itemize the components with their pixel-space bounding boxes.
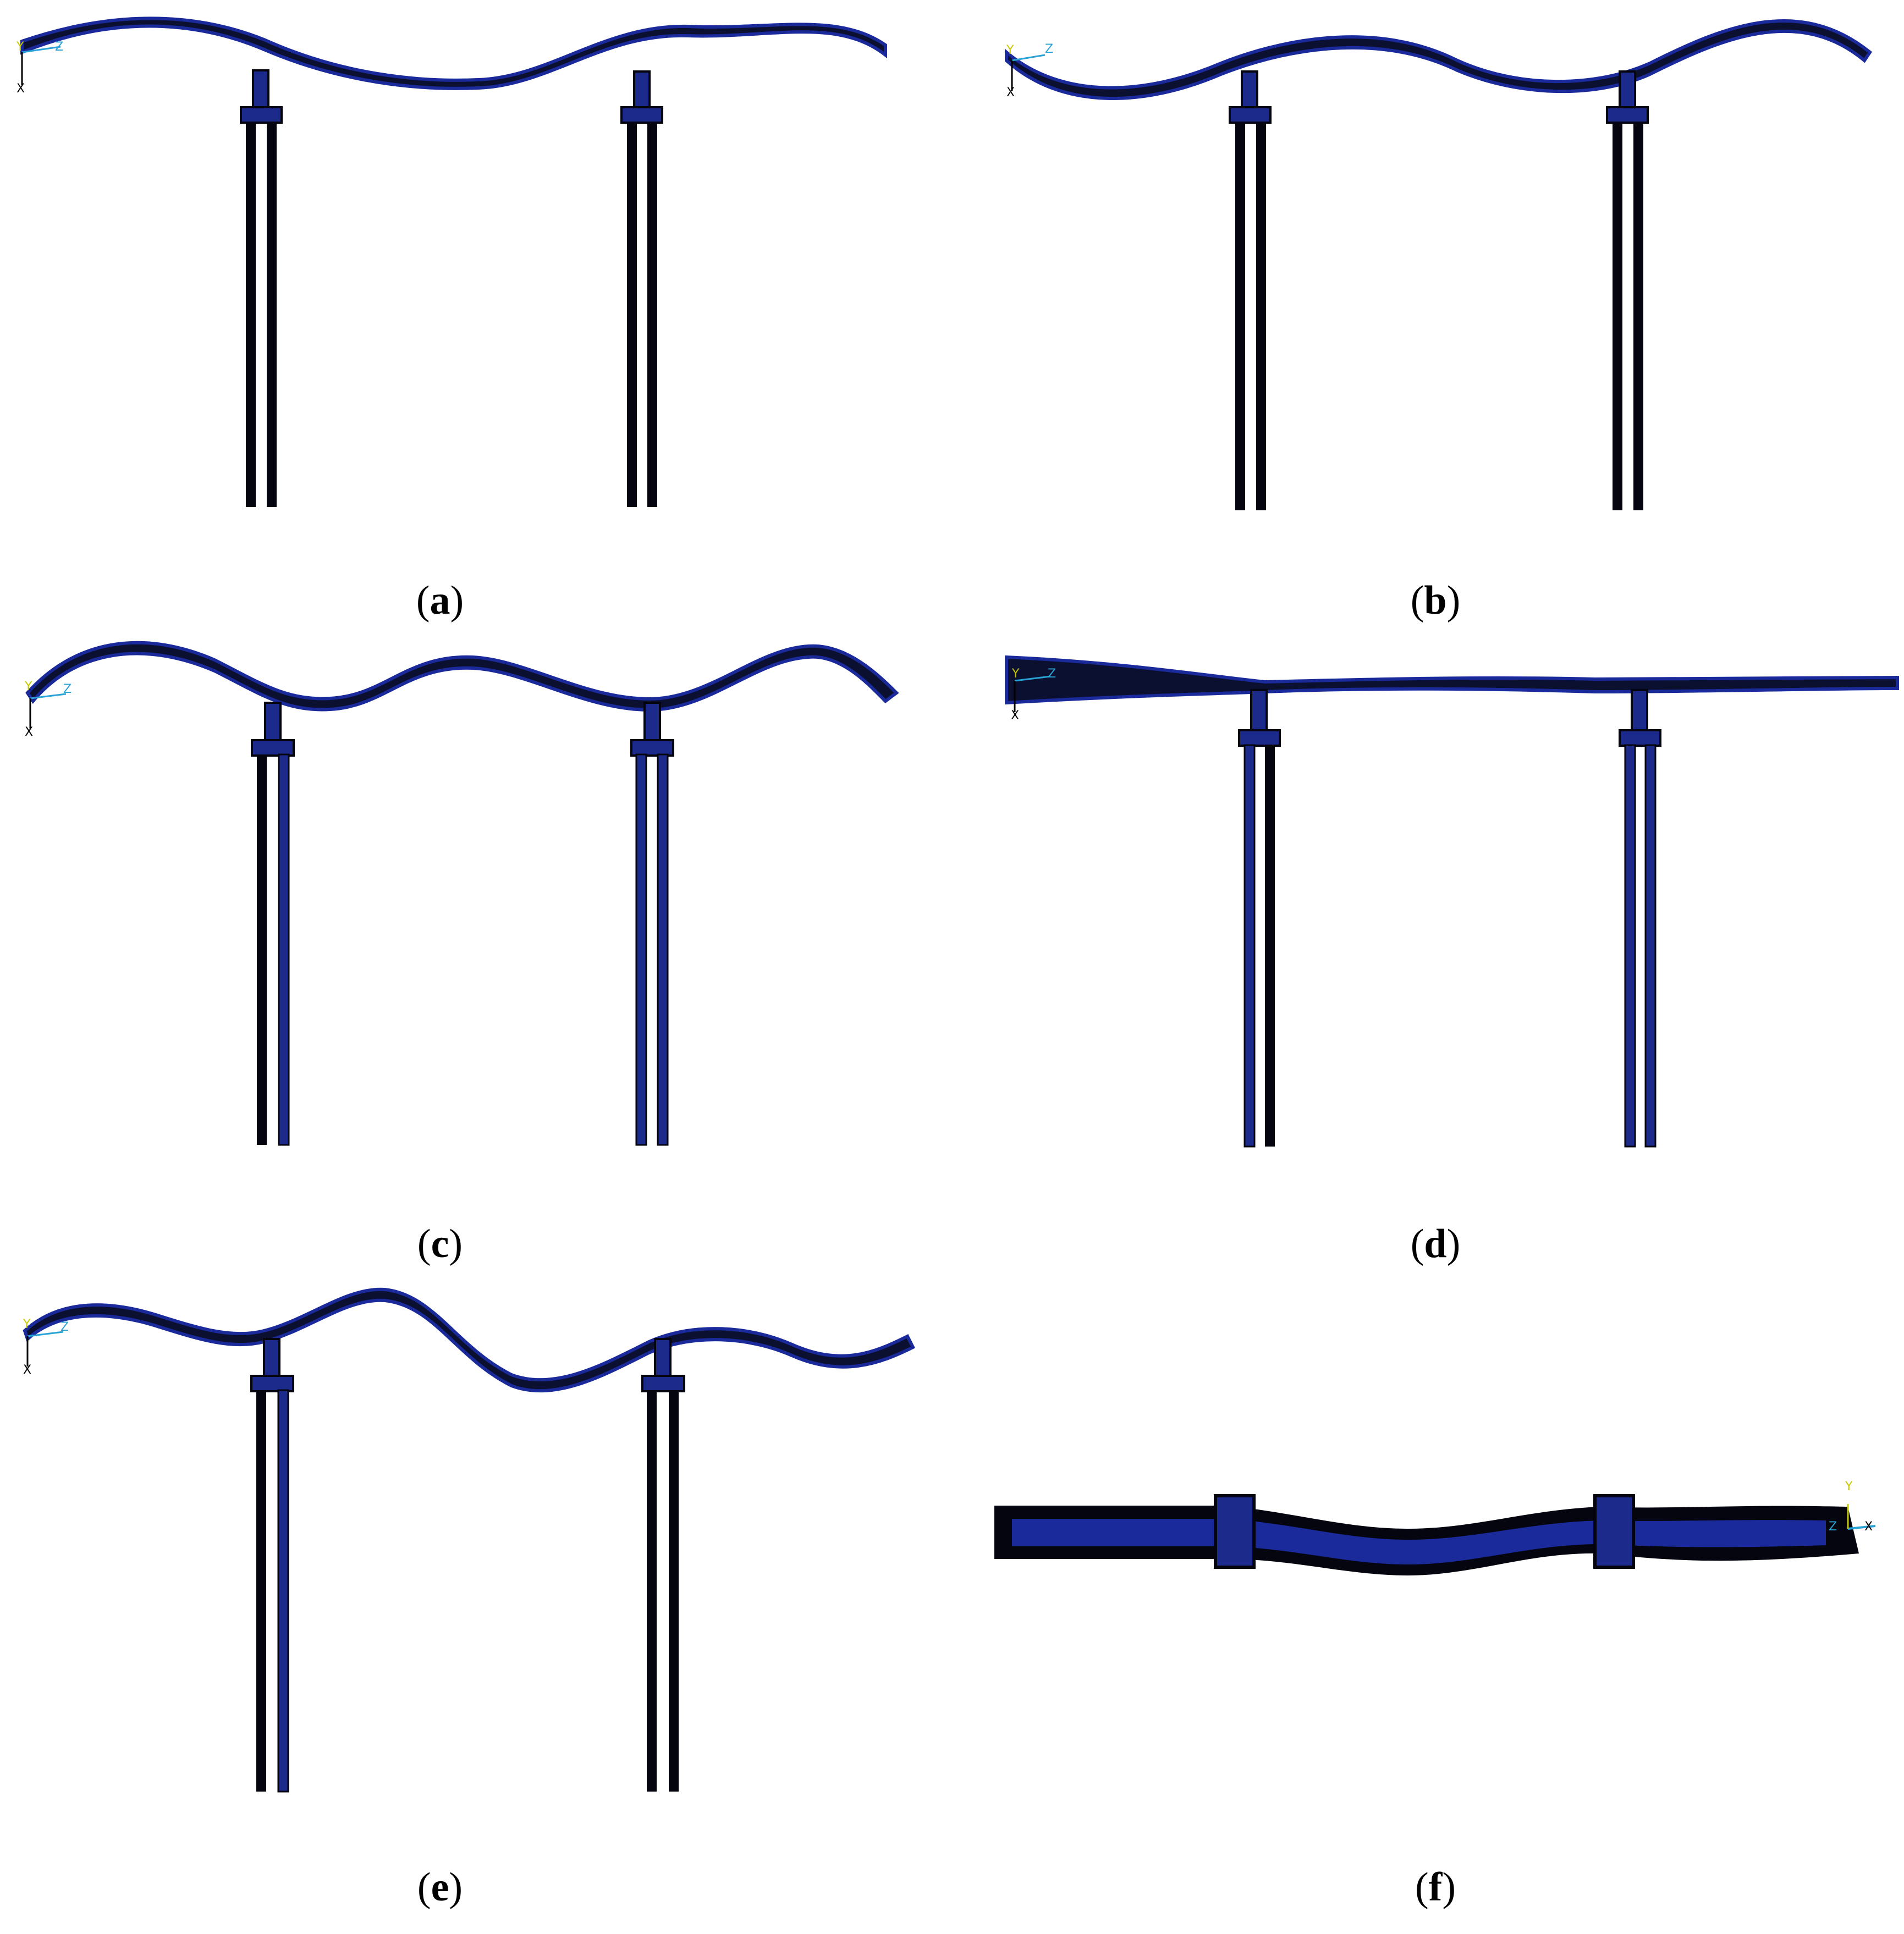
pier-cap <box>1241 70 1258 110</box>
pier-column <box>1243 744 1256 1148</box>
pier-crossbeam <box>1238 729 1281 747</box>
axis-z-label: Z <box>1045 42 1053 56</box>
pier-cap-plan <box>1593 1494 1635 1569</box>
axis-z-label: Z <box>60 1320 69 1334</box>
axis-x-label: X <box>1006 86 1015 100</box>
pier-column <box>1256 122 1266 510</box>
panel-c: Y Z X <box>0 632 935 1237</box>
axis-z-label: Z <box>55 40 63 54</box>
caption-a: (a) <box>416 578 464 623</box>
coordinate-triad: Y Z X <box>1006 42 1053 100</box>
axis-z-label: Z <box>63 682 71 696</box>
mode-shape-e: Y Z X <box>23 1287 916 1793</box>
pier-crossbeam <box>250 1375 294 1392</box>
pier-cap <box>643 702 661 742</box>
deck <box>23 1287 916 1393</box>
panel-a: Y Z X <box>0 0 935 605</box>
mode-shape-d: Y Z X <box>1005 655 1899 1148</box>
pier-cap-plan <box>1214 1494 1256 1569</box>
pier-column <box>627 122 637 507</box>
pier-crossbeam <box>641 1375 685 1392</box>
pier-column <box>256 1390 266 1792</box>
axis-x-label: X <box>1864 1520 1873 1534</box>
pier-column <box>277 1389 289 1793</box>
axis-y-label: Y <box>1845 1480 1853 1494</box>
pier-column <box>267 122 277 507</box>
caption-f: (f) <box>1415 1865 1456 1910</box>
pier-cap <box>264 702 282 742</box>
pier-cap <box>252 69 269 110</box>
mode-shape-a: Y Z X <box>16 16 887 507</box>
axis-x-label: X <box>16 82 25 96</box>
axis-z-label: Z <box>1048 667 1056 681</box>
deck <box>1005 19 1873 100</box>
pier-crossbeam <box>1229 106 1272 124</box>
pier-column <box>647 122 657 507</box>
pier-cap <box>1250 689 1268 732</box>
axis-x-label: X <box>25 725 33 739</box>
axis-y-label: Y <box>1006 43 1014 57</box>
deck <box>1005 655 1899 705</box>
pier-crossbeam <box>251 739 295 757</box>
pier-column <box>1624 744 1636 1148</box>
panel-b: Y Z X <box>990 0 1904 605</box>
pier-crossbeam <box>630 739 674 757</box>
coordinate-triad: Y Z X <box>1829 1480 1876 1534</box>
mode-shape-f: Y Z X <box>994 1480 1876 1575</box>
pier-column <box>278 753 290 1146</box>
pier-crossbeam <box>1606 106 1649 124</box>
pier-column <box>635 753 647 1146</box>
pier-cap <box>633 70 651 110</box>
pier-column <box>257 754 267 1145</box>
panel-d: Y Z X <box>990 632 1904 1237</box>
coordinate-triad: Y Z X <box>16 40 63 96</box>
deck <box>20 16 887 90</box>
deck <box>25 641 899 712</box>
pier-column <box>669 1390 679 1792</box>
pier-cap <box>1619 70 1636 110</box>
mode-shape-b: Y Z X <box>1005 19 1873 510</box>
caption-b: (b) <box>1410 578 1461 623</box>
pier-column <box>1633 122 1643 510</box>
axis-z-label: Z <box>1829 1520 1837 1534</box>
pier-cap <box>1631 689 1648 732</box>
pier-column <box>1613 122 1622 510</box>
caption-e: (e) <box>417 1865 463 1910</box>
panel-f: Y Z X <box>990 1457 1904 1639</box>
pier-column <box>1644 744 1657 1148</box>
coordinate-triad: Y Z X <box>1011 667 1056 723</box>
pier-cap <box>263 1338 280 1379</box>
pier-column <box>657 753 669 1146</box>
axis-x-label: X <box>23 1363 31 1377</box>
axis-y-label: Y <box>16 40 24 54</box>
pier-column <box>1235 122 1245 510</box>
mode-shape-c: Y Z X <box>24 641 899 1146</box>
pier-column <box>1265 745 1275 1147</box>
caption-c: (c) <box>417 1221 463 1266</box>
pier-cap <box>654 1338 672 1379</box>
pier-crossbeam <box>1619 729 1661 747</box>
pier-crossbeam <box>240 106 283 124</box>
pier-column <box>647 1390 657 1792</box>
axis-y-label: Y <box>23 1318 31 1331</box>
coordinate-triad: Y Z X <box>24 680 71 739</box>
axis-x-label: X <box>1011 709 1019 723</box>
axis-y-label: Y <box>1011 667 1020 681</box>
caption-d: (d) <box>1410 1221 1461 1266</box>
pier-crossbeam <box>620 106 663 124</box>
panel-e: Y Z X <box>0 1265 935 1886</box>
axis-y-label: Y <box>24 680 32 693</box>
coordinate-triad: Y Z X <box>23 1318 69 1377</box>
pier-column <box>246 122 256 507</box>
